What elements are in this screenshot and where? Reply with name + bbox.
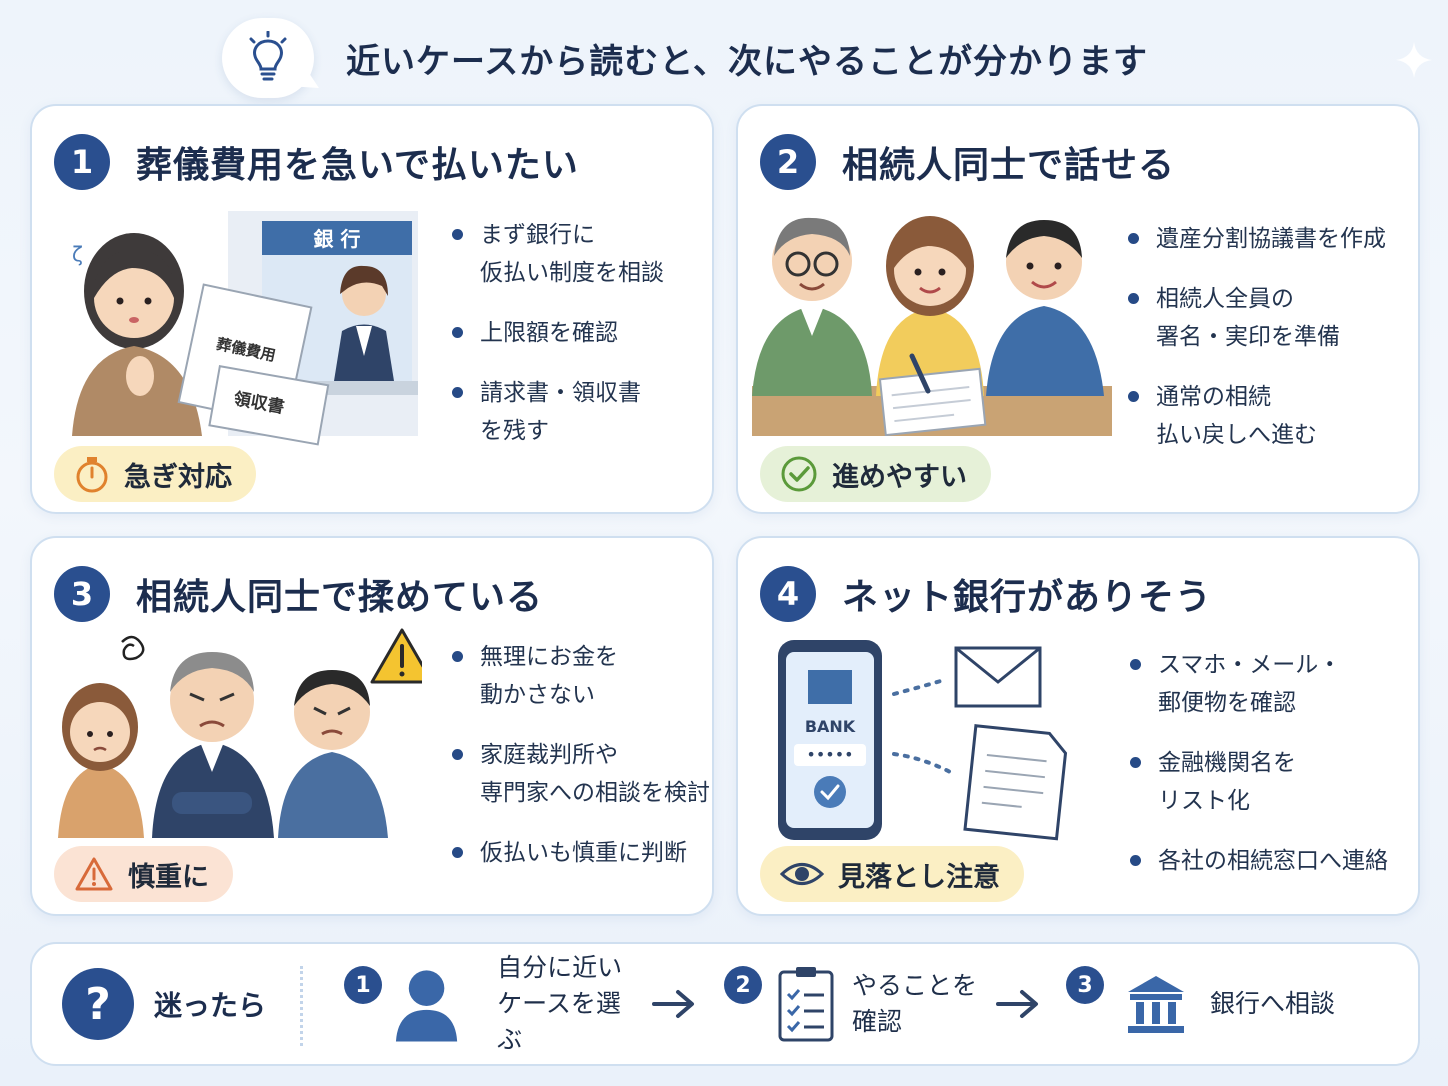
question-icon: ? xyxy=(62,968,134,1040)
list-item: 各社の相続窓口へ連絡 xyxy=(1128,842,1388,880)
family-signing-illustration xyxy=(752,216,1112,436)
case-number: 4 xyxy=(760,566,816,622)
page-title: 近いケースから読むと、次にやることが分かります xyxy=(346,41,1148,82)
list-item: スマホ・メール・ 郵便物を確認 xyxy=(1128,646,1388,722)
funeral-payment-illustration: 銀 行 ζ 葬儀費用 領収書 xyxy=(72,211,418,446)
checklist-icon xyxy=(778,967,834,1042)
badge-label: 慎重に xyxy=(128,861,209,893)
bank-icon xyxy=(1128,976,1184,1033)
oversight-badge: 見落とし注意 xyxy=(760,846,1024,902)
bank-sign: 銀 行 xyxy=(314,227,361,251)
step-text: やることを 確認 xyxy=(852,971,978,1036)
list-item: 無理にお金を 動かさない xyxy=(450,638,710,714)
case-4-steps: スマホ・メール・ 郵便物を確認 金融機関名を リスト化 各社の相続窓口へ連絡 xyxy=(1128,646,1388,902)
case-card-4: 4 ネット銀行がありそう BANK ••••• スマホ・メール・ 郵便物を確認 … xyxy=(736,536,1420,916)
guidance-step-1: 1 自分に近い ケースを選ぶ xyxy=(344,944,644,1064)
list-item: 金融機関名を リスト化 xyxy=(1128,744,1388,820)
case-card-1: 1 葬儀費用を急いで払いたい 銀 行 ζ 葬儀費用 領収書 xyxy=(30,104,714,514)
list-item: まず銀行に 仮払い制度を相談 xyxy=(450,216,664,292)
online-bank-illustration: BANK ••••• xyxy=(778,640,1068,841)
badge-label: 見落とし注意 xyxy=(838,861,1000,893)
case-2-steps: 遺産分割協議書を作成 相続人全員の 署名・実印を準備 通常の相続 払い戻しへ進む xyxy=(1126,220,1386,476)
step-number: 2 xyxy=(724,966,762,1004)
step-number: 3 xyxy=(1066,966,1104,1004)
case-card-2: 2 相続人同士で話せる xyxy=(736,104,1420,514)
check-circle-icon xyxy=(781,456,817,492)
case-number: 3 xyxy=(54,566,110,622)
step-text: 銀行へ相談 xyxy=(1210,989,1336,1018)
list-item: 家庭裁判所や 専門家への相談を検討 xyxy=(450,736,710,812)
badge-label: 急ぎ対応 xyxy=(124,461,232,493)
step-number: 1 xyxy=(344,966,382,1004)
arrow-right-icon xyxy=(652,990,694,1018)
list-item: 通常の相続 払い戻しへ進む xyxy=(1126,378,1386,454)
eye-icon xyxy=(780,863,824,885)
list-item: 相続人全員の 署名・実印を準備 xyxy=(1126,280,1386,356)
ease-badge: 進めやすい xyxy=(760,446,991,502)
person-icon xyxy=(395,970,458,1042)
caution-badge: 慎重に xyxy=(54,846,233,902)
case-title: 葬儀費用を急いで払いたい xyxy=(136,145,579,186)
badge-label: 進めやすい xyxy=(832,461,967,493)
bank-logo-text: BANK xyxy=(805,717,856,736)
guidance-step-3: 3 銀行へ相談 xyxy=(1066,944,1406,1064)
case-title: 相続人同士で揉めている xyxy=(136,577,544,618)
list-item: 遺産分割協議書を作成 xyxy=(1126,220,1386,258)
guidance-bar: ? 迷ったら 1 自分に近い ケースを選ぶ 2 やることを 確認 3 xyxy=(30,942,1420,1066)
divider xyxy=(300,966,303,1046)
list-item: 仮払いも慎重に判断 xyxy=(450,834,710,872)
lightbulb-icon xyxy=(222,18,314,98)
case-number: 1 xyxy=(54,134,110,190)
arrow-right-icon xyxy=(996,990,1038,1018)
stopwatch-icon xyxy=(76,457,108,493)
page-header: 近いケースから読むと、次にやることが分かります xyxy=(222,18,1148,98)
guidance-label: 迷ったら xyxy=(154,989,267,1022)
case-title: 相続人同士で話せる xyxy=(842,145,1176,186)
warning-icon xyxy=(75,857,113,891)
case-1-steps: まず銀行に 仮払い制度を相談 上限額を確認 請求書・領収書 を残す xyxy=(450,216,664,472)
family-dispute-illustration xyxy=(58,628,422,838)
case-card-3: 3 相続人同士で揉めている 無理にお金を 動かさない 家庭裁判所や 専門 xyxy=(30,536,714,916)
guidance-step-2: 2 やることを 確認 xyxy=(724,944,1004,1064)
urgency-badge: 急ぎ対応 xyxy=(54,446,256,502)
list-item: 上限額を確認 xyxy=(450,314,664,352)
password-dots: ••••• xyxy=(806,745,853,764)
list-item: 請求書・領収書 を残す xyxy=(450,374,664,450)
case-number: 2 xyxy=(760,134,816,190)
case-title: ネット銀行がありそう xyxy=(842,577,1213,618)
case-3-steps: 無理にお金を 動かさない 家庭裁判所や 専門家への相談を検討 仮払いも慎重に判断 xyxy=(450,638,710,894)
sparkle-icon xyxy=(1396,42,1432,78)
step-text: 自分に近い ケースを選ぶ xyxy=(497,953,623,1054)
svg-text:ζ: ζ xyxy=(72,242,83,266)
